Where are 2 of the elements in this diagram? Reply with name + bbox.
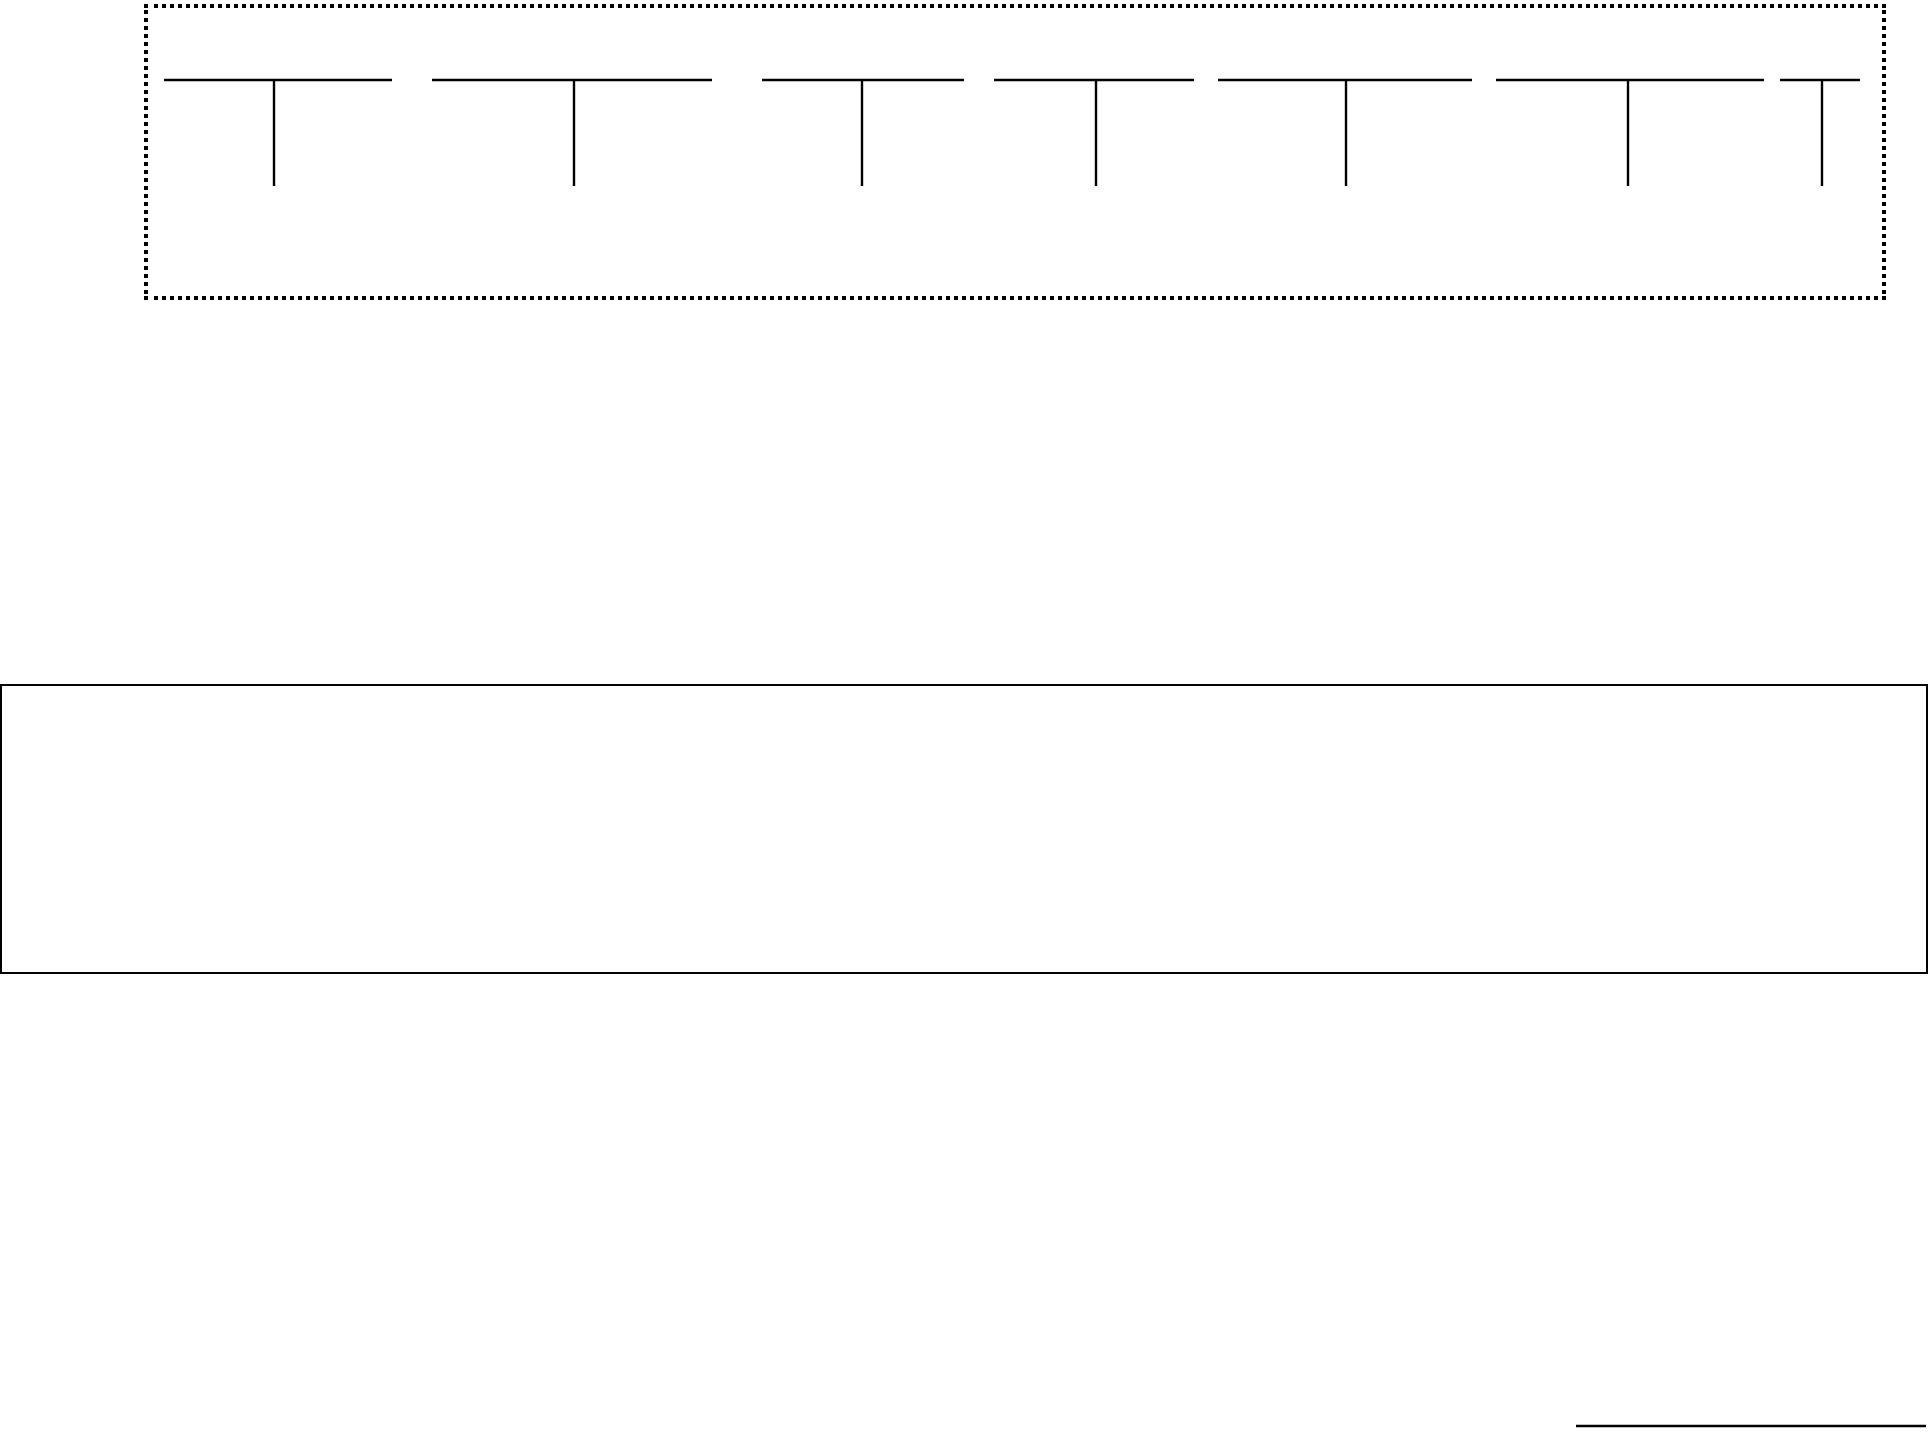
dotted-frame xyxy=(144,4,1886,300)
rectangle-box xyxy=(0,684,1928,974)
